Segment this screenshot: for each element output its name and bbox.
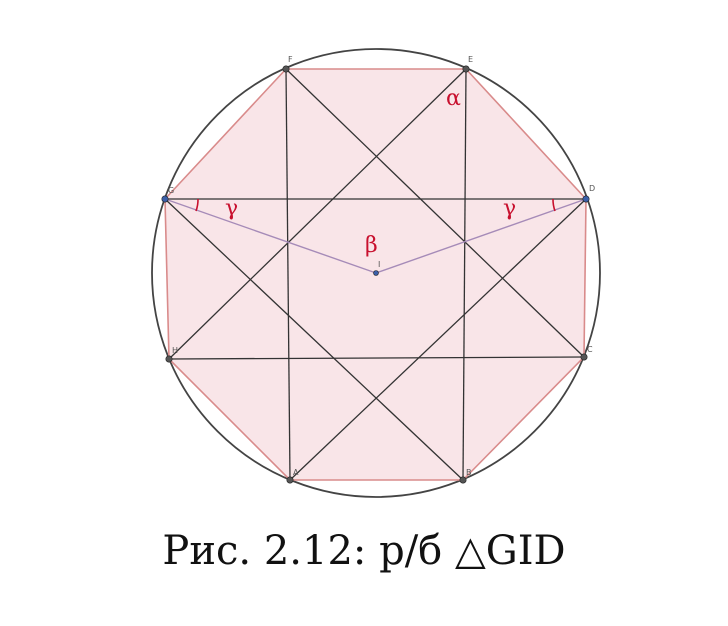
- point-D: [582, 195, 590, 203]
- segment-EB: [462, 68, 467, 481]
- points: [161, 65, 590, 484]
- point-label-A: A: [293, 468, 299, 477]
- point-label-F: F: [288, 55, 293, 64]
- point-C: [580, 353, 588, 361]
- point-label-D: D: [589, 184, 595, 193]
- segment-HE: [168, 68, 467, 360]
- figure-caption: Рис. 2.12: р/б △GID: [0, 528, 728, 574]
- triangle-symbol: △: [454, 528, 486, 574]
- radii: [164, 198, 587, 274]
- point-A: [286, 476, 294, 484]
- point-E: [462, 65, 470, 73]
- point-labels: A B C D E F G H I: [168, 55, 595, 477]
- segment-HC: [168, 356, 585, 360]
- point-B: [459, 476, 467, 484]
- segment-GB: [164, 198, 464, 481]
- segment-AD: [289, 198, 587, 481]
- point-label-G: G: [168, 186, 174, 195]
- point-label-B: B: [466, 468, 472, 477]
- point-label-I: I: [378, 260, 380, 269]
- point-F: [282, 65, 290, 73]
- radius-GI: [164, 198, 377, 274]
- point-label-H: H: [172, 346, 178, 355]
- angle-gamma-right-label: γ: [503, 196, 516, 221]
- point-G: [161, 195, 169, 203]
- caption-prefix: Рис. 2.12: р/б: [162, 528, 455, 574]
- point-H: [165, 355, 173, 363]
- segment-FC: [285, 68, 585, 358]
- angle-gamma-left-arc: [195, 198, 199, 212]
- angle-gamma-left-label: γ: [225, 196, 238, 221]
- diagonals: [164, 68, 587, 481]
- angle-beta-label: β: [365, 233, 378, 258]
- angle-alpha-label: α: [446, 86, 461, 111]
- segment-FA: [285, 68, 291, 481]
- point-I: [373, 270, 379, 276]
- angle-arcs: [195, 198, 556, 212]
- circumcircle: [151, 48, 601, 498]
- point-label-E: E: [468, 55, 473, 64]
- caption-name: GID: [485, 528, 566, 574]
- point-label-C: C: [587, 345, 593, 354]
- angle-gamma-right-arc: [552, 198, 556, 212]
- radius-ID: [375, 198, 587, 274]
